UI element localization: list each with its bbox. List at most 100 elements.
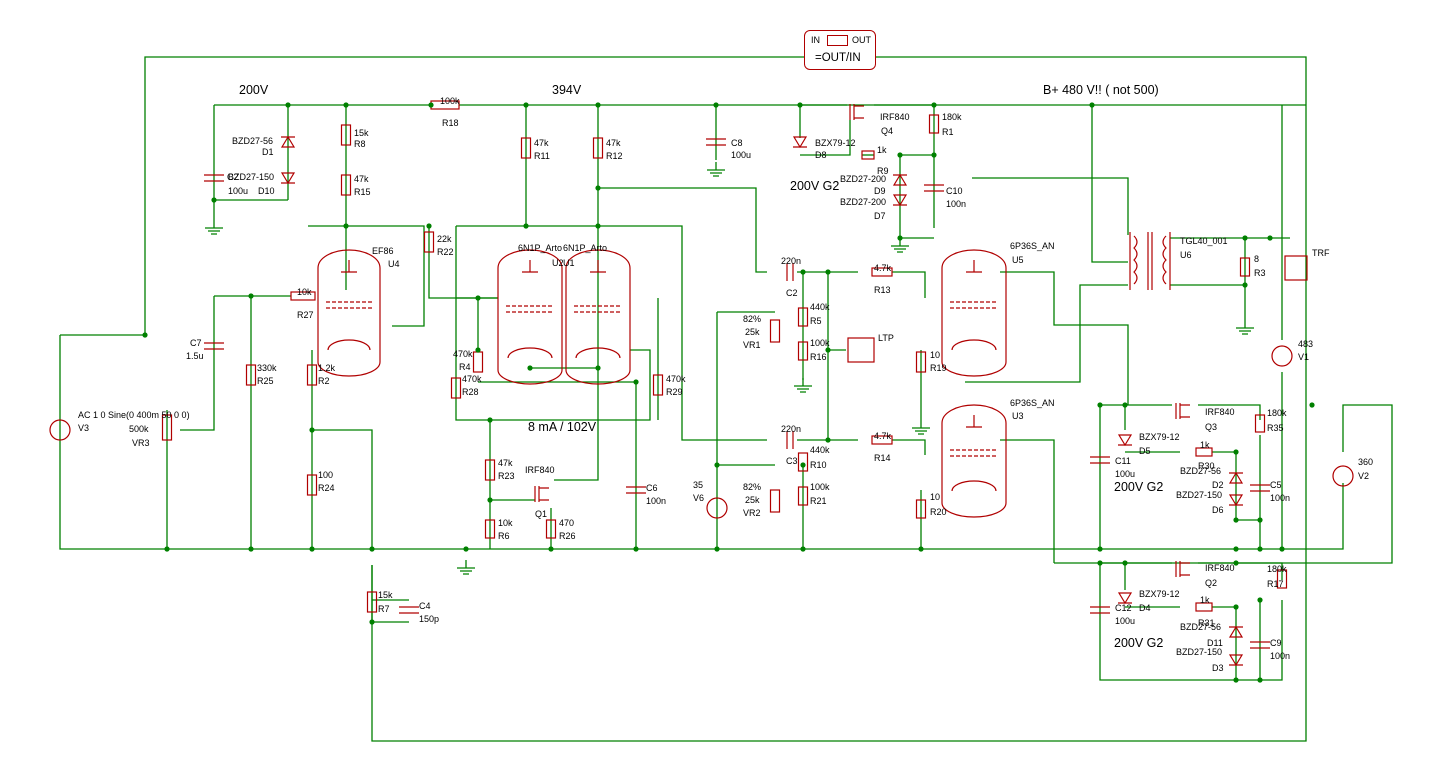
- label-r22-val: 22k: [437, 234, 452, 244]
- label-u5-ref: U5: [1012, 255, 1024, 265]
- in-out-switch[interactable]: IN OUT =OUT/IN: [804, 30, 876, 70]
- voltage-source: [49, 419, 71, 441]
- label-d4-val: BZX79-12: [1139, 589, 1180, 599]
- label-r15-val: 47k: [354, 174, 369, 184]
- wire: [371, 56, 1307, 742]
- transformer-windings: [1133, 235, 1167, 285]
- wire: [59, 335, 1344, 550]
- resistor: [340, 174, 352, 196]
- junction-dot: [1242, 282, 1248, 288]
- resistor: [290, 291, 316, 301]
- label-u4-ref: U4: [388, 259, 400, 269]
- junction-dot: [714, 546, 720, 552]
- tube-anode: [590, 260, 606, 273]
- label-u1-val: 6N1P_Arto: [563, 243, 607, 253]
- label-r11-val: 47k: [534, 138, 549, 148]
- resistor: [652, 374, 664, 396]
- junction-dot: [1257, 546, 1263, 552]
- label-r6-ref: R6: [498, 531, 510, 541]
- junction-dot: [343, 102, 349, 108]
- label-r11-ref: R11: [534, 151, 550, 161]
- label-c10-val: 100n: [946, 199, 966, 209]
- junction-dot: [1122, 402, 1128, 408]
- label-d1-ref: D1: [262, 147, 274, 157]
- junction-dot: [1233, 560, 1239, 566]
- junction-dot: [1233, 517, 1239, 523]
- label-d11-val: BZD27-56: [1180, 622, 1221, 632]
- ground-symbol: [912, 420, 930, 435]
- label-c11-ref: C11: [1115, 456, 1131, 466]
- junction-dot: [897, 152, 903, 158]
- label-u2-ref: U2: [552, 258, 564, 268]
- capacitor: [706, 138, 726, 146]
- label-r18-val: 100k: [440, 96, 460, 106]
- label-r31-ref: R31: [1198, 618, 1215, 628]
- label-u6-val: TGL40_001: [1180, 236, 1228, 246]
- label-r23-val: 47k: [498, 458, 513, 468]
- capacitor: [399, 606, 419, 614]
- label-r20-val: 10: [930, 492, 940, 502]
- tube-anode: [522, 260, 538, 273]
- resistor: [484, 519, 496, 539]
- wire: [965, 284, 1128, 383]
- label-d6-val: BZD27-150: [1176, 490, 1222, 500]
- junction-dot: [309, 546, 315, 552]
- label-c2-ref: C2: [786, 288, 798, 298]
- switch-caption: =OUT/IN: [815, 52, 861, 64]
- label-d9-val: BZD27-200: [840, 174, 886, 184]
- tube-envelope: [317, 249, 381, 377]
- zener-diode: [280, 172, 296, 185]
- wire: [1091, 105, 1128, 263]
- ground-symbol: [707, 162, 725, 177]
- junction-dot: [463, 546, 469, 552]
- label-r3-val: 8: [1254, 254, 1259, 264]
- label-d3-val: BZD27-150: [1176, 647, 1222, 657]
- junction-dot: [713, 102, 719, 108]
- zener-diode: [892, 173, 908, 186]
- junction-dot: [800, 546, 806, 552]
- junction-dot: [1279, 546, 1285, 552]
- junction-dot: [369, 619, 375, 625]
- resistor: [915, 351, 927, 373]
- tube-envelope: [497, 249, 563, 385]
- resistor: [871, 267, 893, 277]
- junction-dot: [1233, 546, 1239, 552]
- zener-diode: [1117, 434, 1133, 447]
- wire: [213, 105, 288, 201]
- resistor: [1195, 447, 1213, 457]
- junction-dot: [800, 269, 806, 275]
- label-vr3-ref: VR3: [132, 438, 150, 448]
- label-u1-ref: U1: [563, 258, 575, 268]
- note-g2-top: 200V G2: [790, 179, 840, 193]
- label-vr2-ref: VR2: [743, 508, 761, 518]
- wire: [1260, 600, 1283, 681]
- label-c4-ref: C4: [419, 601, 431, 611]
- resistor: [340, 124, 352, 146]
- label-r28-ref: R28: [462, 387, 479, 397]
- label-r5-ref: R5: [810, 316, 822, 326]
- resistor: [450, 377, 462, 399]
- wire: [1198, 562, 1283, 580]
- label-r21-val: 100k: [810, 482, 830, 492]
- capacitor: [626, 486, 646, 494]
- label-r9-val: 1k: [877, 145, 887, 155]
- wire: [800, 120, 851, 156]
- label-d2-val: BZD27-56: [1180, 466, 1221, 476]
- capacitor: [786, 263, 794, 281]
- label-r9-ref: R9: [877, 166, 889, 176]
- label-d3-ref: D3: [1212, 663, 1224, 673]
- junction-dot: [1097, 560, 1103, 566]
- label-r29-val: 470k: [666, 374, 686, 384]
- label-d2-ref: D2: [1212, 480, 1224, 490]
- label-d7-ref: D7: [874, 211, 886, 221]
- note-bias: 8 mA / 102V: [528, 420, 597, 434]
- ground-symbol: [1236, 320, 1254, 335]
- junction-dot: [426, 223, 432, 229]
- label-q2-ref: Q2: [1205, 578, 1217, 588]
- label-r31-val: 1k: [1200, 595, 1210, 605]
- label-c10-ref: C10: [946, 186, 963, 196]
- label-q1-val: IRF840: [525, 465, 555, 475]
- junction-dot: [825, 437, 831, 443]
- junction-dot: [428, 102, 434, 108]
